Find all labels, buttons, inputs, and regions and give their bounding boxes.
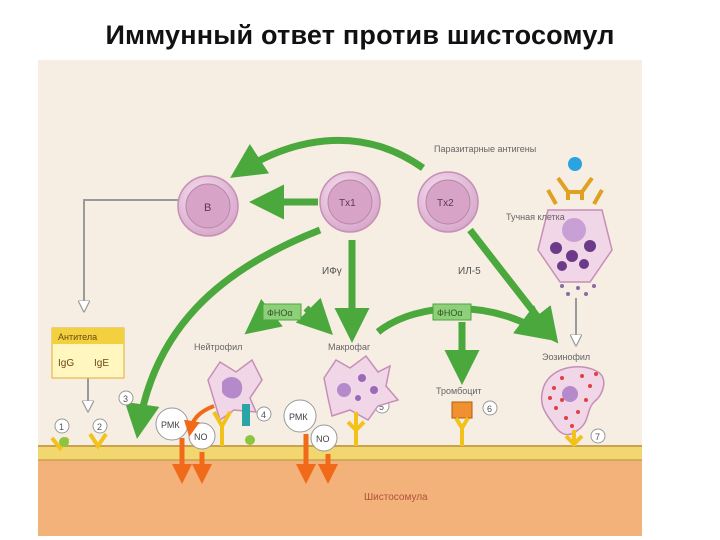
membrane-band [38, 446, 642, 460]
immune-response-diagram: Шистосомула B Tx1 Tx2 ИФγ ИЛ-5 ФНОα ФНОα [38, 60, 642, 536]
mast-cell-label-line: Тучная клетка [506, 212, 565, 222]
eosinophil-granules [548, 372, 598, 428]
tnf-alpha-box-right: ФНОα [432, 303, 472, 321]
neutrophil-antibody [212, 411, 232, 446]
eosinophil-antibody [564, 430, 584, 447]
step-4-label: 4 [261, 410, 266, 420]
step-marker-3: 3 [118, 390, 134, 406]
igg-label: IgG [58, 358, 74, 369]
step-2-label: 2 [97, 422, 102, 432]
tnf-alpha-box-left: ФНОα [262, 303, 302, 321]
no-left-label: NO [194, 432, 208, 442]
arrow-b-to-antibodies [84, 199, 178, 310]
no-circle-right: NO [310, 424, 338, 452]
th2-label: Tx2 [437, 198, 454, 209]
arrow-th2-to-b [230, 136, 426, 178]
step-marker-7: 7 [590, 428, 606, 444]
pmk-left-label: РМК [161, 420, 180, 430]
mast-cell-ige-receptors [546, 176, 604, 205]
step-7-label: 7 [595, 432, 600, 442]
th1-label: Tx1 [339, 198, 356, 209]
schistosomula-tissue [38, 458, 642, 536]
no-right-label: NO [316, 434, 330, 444]
b-cell: B [177, 175, 239, 237]
tnf-alpha-label-right: ФНОα [437, 308, 463, 318]
arrow-tnf-to-macrophage [295, 297, 333, 335]
neutrophil-antigen-dot [245, 435, 255, 445]
platelet-label: Тромбоцит [436, 386, 482, 396]
macrophage-cell [323, 354, 400, 421]
tnf-alpha-label-left: ФНОα [267, 308, 293, 318]
ifn-gamma-label: ИФγ [322, 266, 342, 277]
b-cell-label: B [204, 202, 211, 214]
pmk-circle-right: РМК [283, 399, 317, 433]
parasite-antigens-label: Паразитарные антигены [434, 144, 536, 154]
step-marker-4: 4 [256, 406, 272, 422]
th1-cell: Tx1 [319, 171, 381, 233]
arrow-th1-to-membrane [124, 226, 322, 439]
step-6-label: 6 [487, 404, 492, 414]
pmk-right-label: РМК [289, 412, 308, 422]
antibodies-box: Антитела IgG IgE [51, 327, 125, 379]
neutrophil-receptor [242, 404, 250, 426]
orange-arrow-left-3 [183, 404, 215, 437]
ige-antibody-surface [88, 432, 108, 450]
mast-cell-label: Тучная клетка [506, 212, 565, 222]
igg-antigen-dot [59, 437, 69, 447]
step-1-label: 1 [59, 422, 64, 432]
step-5-label: 5 [379, 402, 384, 412]
antigen-icon [568, 157, 582, 171]
step-marker-6: 6 [482, 400, 498, 416]
th2-cell: Tx2 [417, 171, 479, 233]
antibodies-title: Антитела [58, 332, 97, 342]
mast-cell-granules [560, 284, 596, 296]
neutrophil-label: Нейтрофил [194, 342, 242, 352]
schistosomula-label: Шистосомула [364, 492, 428, 503]
mast-cell [537, 209, 613, 283]
ige-label: IgE [94, 358, 109, 369]
macrophage-label: Макрофаг [328, 342, 371, 352]
slide-title: Иммунный ответ против шистосомул [105, 20, 615, 50]
step-marker-2: 2 [92, 418, 108, 434]
eosinophil-label: Эозинофил [542, 352, 590, 362]
il5-label: ИЛ-5 [458, 266, 481, 277]
step-3-label: 3 [123, 394, 128, 404]
step-marker-1: 1 [54, 418, 70, 434]
pmk-circle-left: РМК [155, 407, 189, 441]
macrophage-antibody [346, 412, 366, 446]
eosinophil-cell [540, 365, 605, 436]
platelet-cell [451, 401, 473, 446]
